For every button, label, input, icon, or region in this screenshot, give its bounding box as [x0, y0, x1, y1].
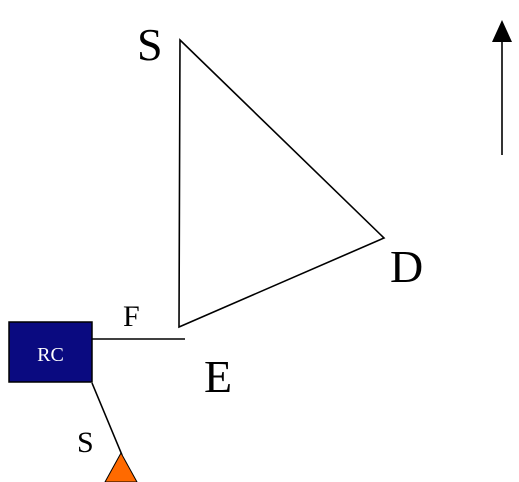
edge-s-line [91, 382, 123, 456]
vertex-label-d: D [390, 241, 423, 292]
vertex-label-e: E [204, 351, 232, 402]
arrow-up-icon [492, 20, 512, 155]
edge-label-f: F [123, 300, 140, 333]
edge-label-s: S [77, 426, 94, 459]
rc-box [8, 321, 93, 383]
triangle-sde [178, 38, 386, 329]
triangle-icon [104, 451, 138, 482]
rc-box-label: RC [37, 344, 64, 366]
vertex-label-s: S [137, 19, 163, 70]
